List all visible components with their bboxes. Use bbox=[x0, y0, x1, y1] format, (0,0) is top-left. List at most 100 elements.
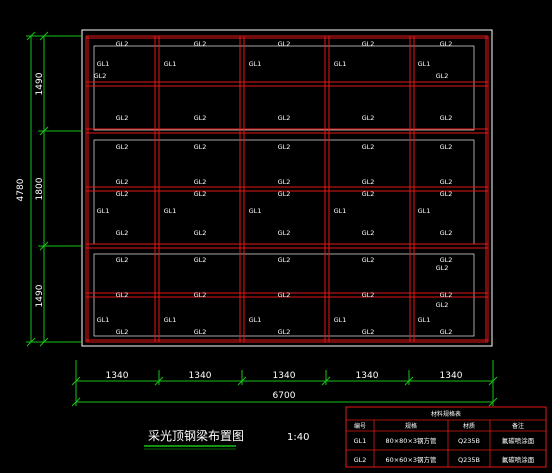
beam-label-gl2: GL2 bbox=[362, 291, 375, 299]
table-cell-note: 氟碳喷涂面 bbox=[502, 455, 535, 464]
beam-label-gl2: GL2 bbox=[436, 72, 449, 80]
beam-label-gl2: GL2 bbox=[278, 256, 291, 264]
roof-outline bbox=[81, 29, 493, 347]
drawing-title: 采光顶钢梁布置图 bbox=[148, 428, 244, 443]
beam-label-gl2: GL2 bbox=[278, 229, 291, 237]
beam-label-gl2: GL2 bbox=[278, 190, 291, 198]
dim-horizontal-total: 6700 bbox=[273, 391, 296, 401]
dim-horizontal-segment-2: 1340 bbox=[189, 371, 212, 381]
beam-label-gl2: GL2 bbox=[440, 178, 453, 186]
dim-tick bbox=[39, 31, 49, 41]
dim-vertical-total: 4780 bbox=[16, 178, 26, 201]
beam-label-gl2: GL2 bbox=[116, 256, 129, 264]
table-header-spec: 规格 bbox=[405, 422, 417, 430]
beam-label-gl2: GL2 bbox=[116, 229, 129, 237]
beam-label-gl1: GL1 bbox=[249, 207, 262, 215]
beam-label-gl1: GL1 bbox=[164, 316, 177, 324]
beam-label-gl1: GL1 bbox=[249, 60, 262, 68]
beam-label-gl2: GL2 bbox=[194, 291, 207, 299]
beam-label-gl2: GL2 bbox=[116, 114, 129, 122]
beam-label-gl2: GL2 bbox=[440, 328, 453, 336]
beam-label-gl1: GL1 bbox=[334, 207, 347, 215]
beam-label-gl1: GL1 bbox=[418, 316, 431, 324]
beam-label-gl2: GL2 bbox=[278, 328, 291, 336]
beam-label-gl2: GL2 bbox=[278, 291, 291, 299]
beam-label-gl2: GL2 bbox=[116, 40, 129, 48]
table-title: 材料规格表 bbox=[431, 410, 461, 418]
glass-panel bbox=[93, 45, 475, 131]
dim-tick bbox=[39, 126, 49, 136]
dim-vertical-segment-3: 1490 bbox=[35, 284, 45, 307]
table-cell-material: Q235B bbox=[458, 456, 480, 464]
beam-label-gl2: GL2 bbox=[362, 229, 375, 237]
table-header-material: 材质 bbox=[463, 422, 475, 430]
dim-tick bbox=[71, 376, 81, 386]
beam-label-gl1: GL1 bbox=[418, 60, 431, 68]
beam-label-gl1: GL1 bbox=[249, 316, 262, 324]
table-cell-id: GL1 bbox=[354, 437, 367, 445]
beam-label-gl2: GL2 bbox=[278, 143, 291, 151]
beam-label-gl2: GL2 bbox=[440, 229, 453, 237]
beam-label-gl1: GL1 bbox=[164, 207, 177, 215]
beam-label-gl1: GL1 bbox=[334, 60, 347, 68]
beam-label-gl2: GL2 bbox=[362, 256, 375, 264]
beam-label-gl2: GL2 bbox=[194, 256, 207, 264]
dim-tick bbox=[71, 397, 81, 407]
material-table: 材料规格表 编号 规格 材质 备注 GL1 80×80×3钢方管 Q235B 氟… bbox=[345, 406, 547, 468]
beam-label-gl2: GL2 bbox=[194, 114, 207, 122]
dim-horizontal-segment-3: 1340 bbox=[273, 371, 296, 381]
beam-label-gl2: GL2 bbox=[440, 114, 453, 122]
beam-label-gl2: GL2 bbox=[440, 256, 453, 264]
beam-label-gl2: GL2 bbox=[116, 178, 129, 186]
beam-label-gl1: GL1 bbox=[164, 60, 177, 68]
dim-tick bbox=[404, 376, 414, 386]
beam-label-gl2: GL2 bbox=[436, 301, 449, 309]
dim-horizontal-segment-4: 1340 bbox=[356, 371, 379, 381]
beam-label-gl2: GL2 bbox=[440, 190, 453, 198]
beam-label-gl2: GL2 bbox=[440, 143, 453, 151]
table-cell-material: Q235B bbox=[458, 437, 480, 445]
beam-label-gl2: GL2 bbox=[116, 143, 129, 151]
dim-tick bbox=[26, 337, 36, 347]
glass-panel bbox=[93, 253, 475, 337]
beam-label-gl2: GL2 bbox=[362, 178, 375, 186]
beam-label-gl1: GL1 bbox=[334, 316, 347, 324]
beam-label-gl2: GL2 bbox=[194, 178, 207, 186]
beam-label-gl2: GL2 bbox=[436, 264, 449, 272]
vertical-dimension bbox=[26, 31, 82, 347]
beam-label-gl1: GL1 bbox=[97, 60, 110, 68]
dim-vertical-segment-1: 1490 bbox=[35, 72, 45, 95]
table-cell-spec: 80×80×3钢方管 bbox=[385, 436, 437, 445]
beam-label-gl2: GL2 bbox=[362, 114, 375, 122]
beam-label-gl2: GL2 bbox=[278, 114, 291, 122]
dim-tick bbox=[488, 376, 498, 386]
beam-label-gl2: GL2 bbox=[278, 40, 291, 48]
table-header-id: 编号 bbox=[354, 422, 366, 430]
dim-tick bbox=[488, 397, 498, 407]
table-cell-note: 氟碳喷涂面 bbox=[502, 436, 535, 445]
dim-horizontal-segment-5: 1340 bbox=[440, 371, 463, 381]
dim-horizontal-segment-1: 1340 bbox=[106, 371, 129, 381]
beam-label-gl2: GL2 bbox=[362, 190, 375, 198]
beam-label-gl2: GL2 bbox=[194, 229, 207, 237]
dim-tick bbox=[26, 31, 36, 41]
beam-label-gl2: GL2 bbox=[440, 291, 453, 299]
dim-tick bbox=[154, 376, 164, 386]
beam-label-gl2: GL2 bbox=[362, 328, 375, 336]
steel-beams bbox=[85, 35, 489, 343]
dim-tick bbox=[321, 376, 331, 386]
dim-vertical-segment-2: 1800 bbox=[35, 177, 45, 200]
beam-label-gl2: GL2 bbox=[116, 190, 129, 198]
dim-tick bbox=[237, 376, 247, 386]
beam-label-gl1: GL1 bbox=[418, 207, 431, 215]
beam-label-gl2: GL2 bbox=[194, 190, 207, 198]
beam-label-gl2: GL2 bbox=[362, 143, 375, 151]
beam-label-gl1: GL1 bbox=[97, 316, 110, 324]
table-header-note: 备注 bbox=[512, 422, 524, 430]
beam-label-gl2: GL2 bbox=[440, 40, 453, 48]
table-frame bbox=[345, 406, 547, 468]
dim-tick bbox=[39, 241, 49, 251]
